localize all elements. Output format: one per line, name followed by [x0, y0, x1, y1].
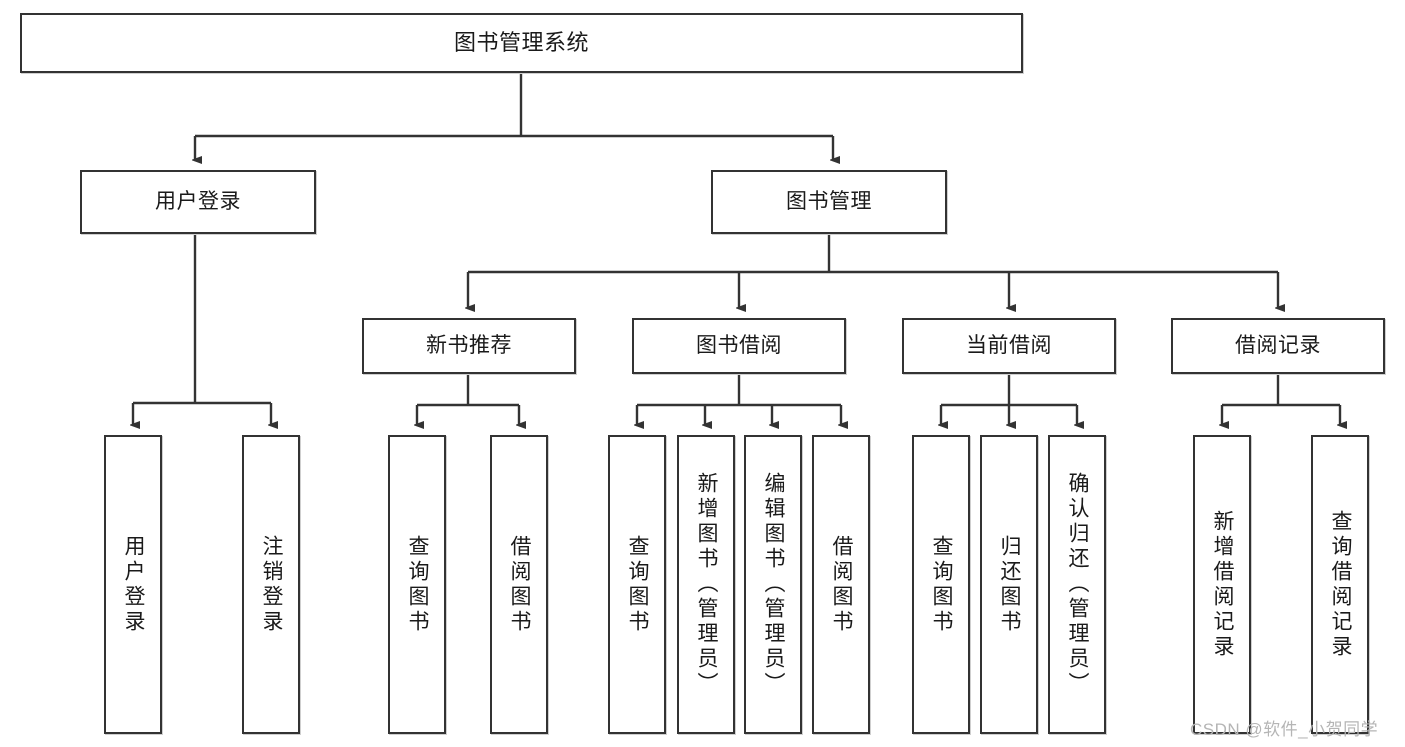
node-label: 新增图书（管理员）	[695, 472, 719, 697]
node-label: 查询图书	[406, 534, 430, 635]
node-book-borrow[interactable]: 图书借阅	[632, 318, 846, 374]
node-book-management[interactable]: 图书管理	[711, 170, 947, 234]
leaf-current-borrow-confirm-return-admin[interactable]: 确认归还（管理员）	[1048, 435, 1106, 734]
node-label: 借阅图书	[830, 534, 854, 635]
node-label: 查询借阅记录	[1329, 509, 1353, 660]
node-label: 用户登录	[155, 189, 241, 213]
csdn-watermark: CSDN @软件_小贺同学	[1190, 720, 1379, 739]
node-label: 注销登录	[260, 534, 284, 635]
node-new-book-recommend[interactable]: 新书推荐	[362, 318, 576, 374]
node-label: 归还图书	[998, 534, 1022, 635]
node-label: 用户登录	[122, 534, 146, 635]
leaf-borrow-record-query-record[interactable]: 查询借阅记录	[1311, 435, 1369, 734]
leaf-book-borrow-add-book-admin[interactable]: 新增图书（管理员）	[677, 435, 735, 734]
leaf-book-borrow-query-book[interactable]: 查询图书	[608, 435, 666, 734]
node-label: 图书管理	[786, 189, 872, 213]
node-label: 图书管理系统	[453, 30, 589, 56]
node-root-book-management-system[interactable]: 图书管理系统	[20, 13, 1023, 73]
leaf-current-borrow-return-book[interactable]: 归还图书	[980, 435, 1038, 734]
node-current-borrow[interactable]: 当前借阅	[902, 318, 1116, 374]
node-label: 新增借阅记录	[1211, 509, 1235, 660]
leaf-current-borrow-query-book[interactable]: 查询图书	[912, 435, 970, 734]
leaf-user-login-login[interactable]: 用户登录	[104, 435, 162, 734]
leaf-new-book-query-book[interactable]: 查询图书	[388, 435, 446, 734]
leaf-book-borrow-borrow-book[interactable]: 借阅图书	[812, 435, 870, 734]
node-label: 当前借阅	[966, 333, 1052, 357]
leaf-borrow-record-add-record[interactable]: 新增借阅记录	[1193, 435, 1251, 734]
node-borrow-record[interactable]: 借阅记录	[1171, 318, 1385, 374]
node-label: 编辑图书（管理员）	[762, 472, 786, 697]
node-label: 图书借阅	[696, 333, 782, 357]
node-user-login[interactable]: 用户登录	[80, 170, 316, 234]
node-label: 确认归还（管理员）	[1066, 472, 1090, 697]
node-label: 查询图书	[930, 534, 954, 635]
leaf-book-borrow-edit-book-admin[interactable]: 编辑图书（管理员）	[744, 435, 802, 734]
node-label: 借阅记录	[1235, 333, 1321, 357]
leaf-new-book-borrow-book[interactable]: 借阅图书	[490, 435, 548, 734]
leaf-user-login-logout[interactable]: 注销登录	[242, 435, 300, 734]
node-label: 新书推荐	[426, 333, 512, 357]
node-label: 借阅图书	[508, 534, 532, 635]
node-label: 查询图书	[626, 534, 650, 635]
